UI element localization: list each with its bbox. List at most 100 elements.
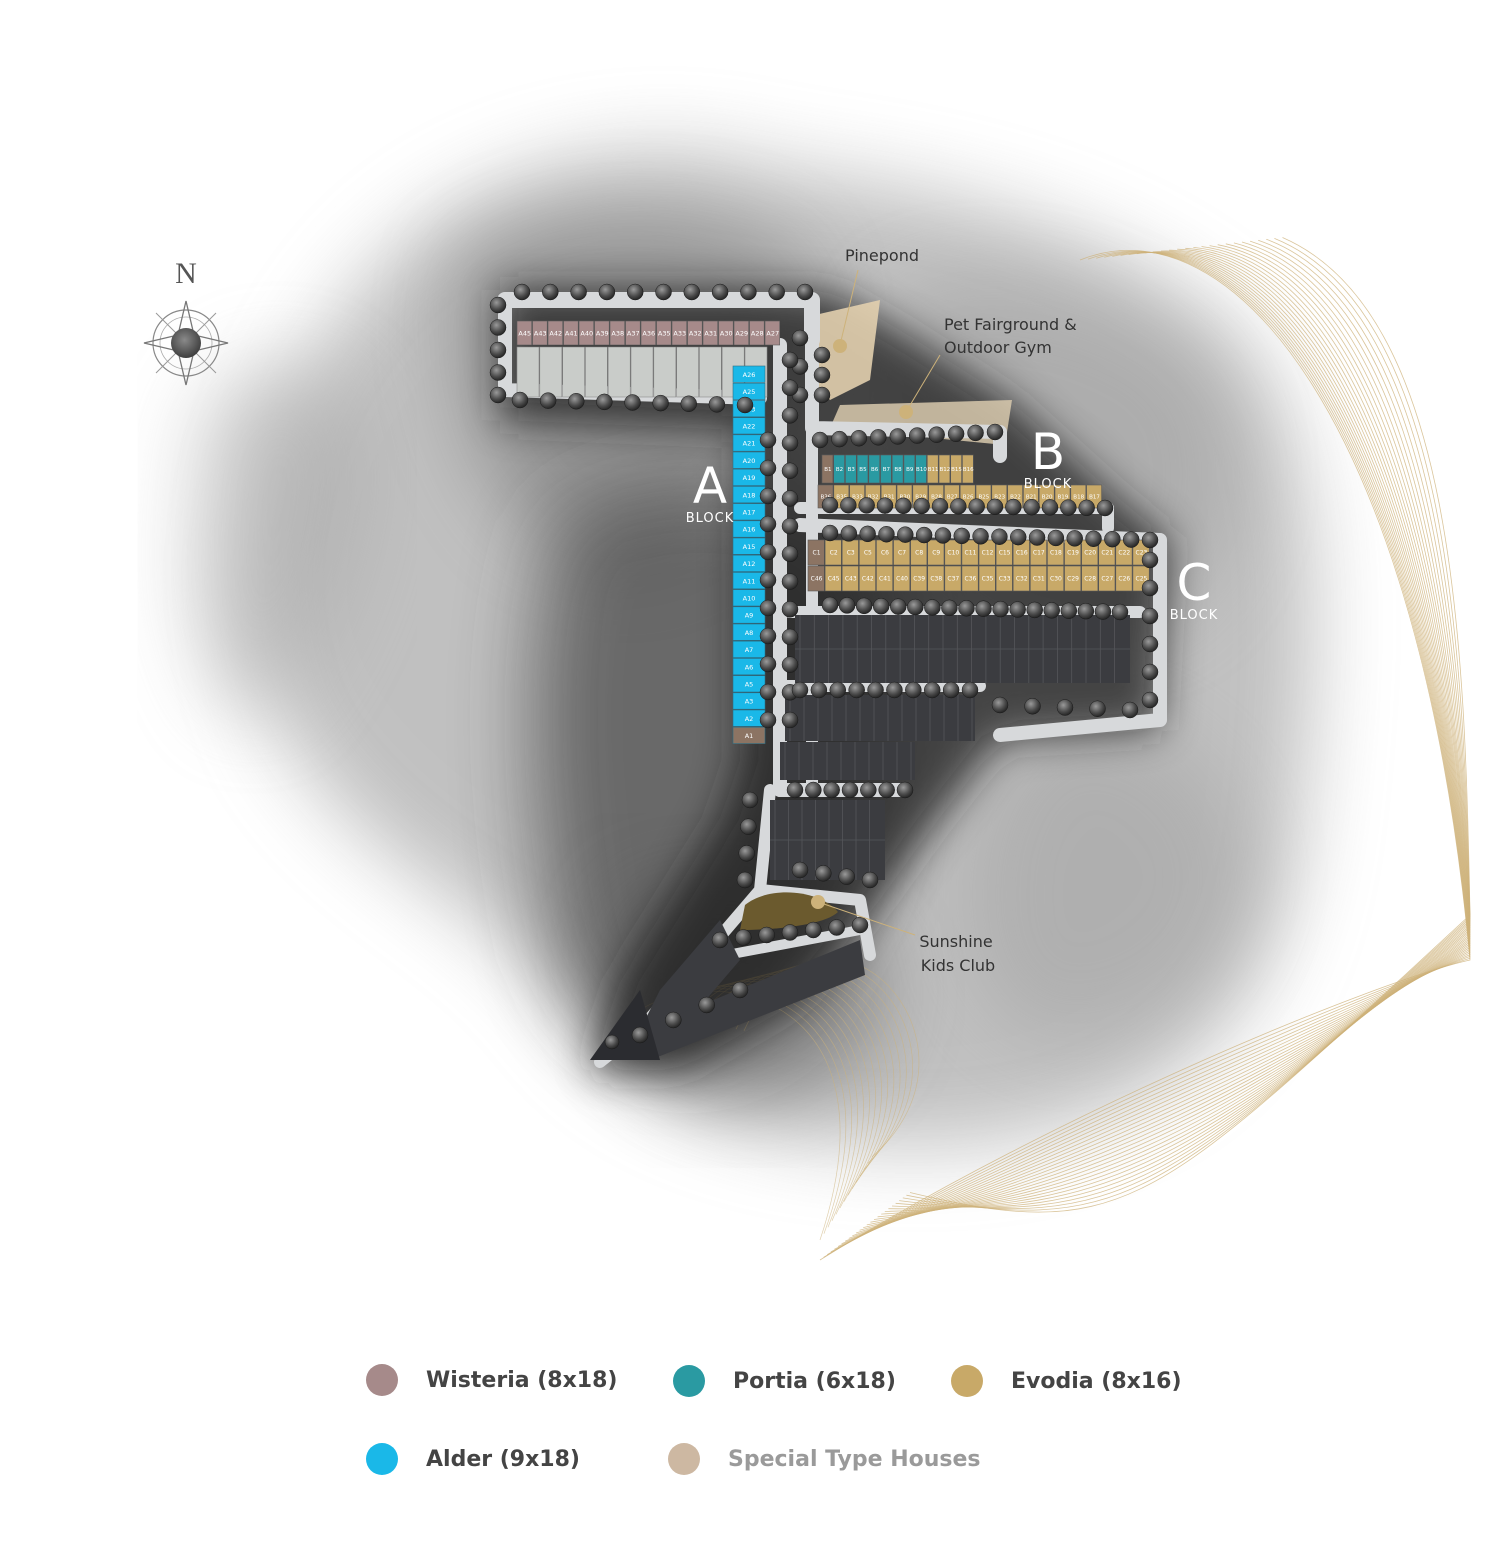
lot-b7[interactable]	[880, 454, 892, 484]
lot-b2[interactable]	[833, 454, 845, 484]
lot-c27[interactable]	[1098, 565, 1116, 592]
lot-b16[interactable]	[962, 454, 974, 484]
lot-c1[interactable]	[807, 539, 825, 566]
svg-text:C: C	[1177, 554, 1212, 612]
gray-lot[interactable]	[653, 346, 677, 398]
svg-text:Outdoor Gym: Outdoor Gym	[944, 338, 1052, 357]
lot-c32[interactable]	[1012, 565, 1030, 592]
lot-c26[interactable]	[1115, 565, 1133, 592]
lot-b11[interactable]	[926, 454, 939, 484]
lot-label: A19	[743, 474, 756, 482]
lot-c37[interactable]	[944, 565, 962, 592]
svg-text:BLOCK: BLOCK	[686, 511, 735, 526]
lot-a32[interactable]	[687, 320, 703, 346]
lot-a12[interactable]	[732, 554, 766, 572]
lot-label: B7	[883, 467, 891, 473]
legend-item-evodia: Evodia (8x16)	[951, 1361, 1182, 1401]
lot-a31[interactable]	[702, 320, 718, 346]
lot-c33[interactable]	[995, 565, 1013, 592]
lot-c28[interactable]	[1081, 565, 1099, 592]
lot-a17[interactable]	[732, 503, 766, 521]
lot-c39[interactable]	[910, 565, 928, 592]
lot-label: B22	[1010, 494, 1021, 500]
gray-lot[interactable]	[562, 346, 585, 398]
lot-c11[interactable]	[961, 539, 979, 566]
lot-a27[interactable]	[764, 320, 780, 346]
lot-label: A15	[743, 543, 756, 551]
lot-label: C6	[881, 550, 889, 557]
gray-lot[interactable]	[607, 346, 631, 398]
lot-c43[interactable]	[841, 565, 859, 592]
a-top-gray-lots	[516, 346, 768, 398]
gray-lot[interactable]	[539, 346, 563, 398]
lot-c35[interactable]	[978, 565, 996, 592]
compass-north-label: N	[175, 257, 197, 290]
lot-c45[interactable]	[824, 565, 842, 592]
lot-c36[interactable]	[961, 565, 979, 592]
lot-c46[interactable]	[807, 565, 825, 592]
lot-a42[interactable]	[547, 320, 563, 346]
lot-b5[interactable]	[856, 454, 869, 484]
lot-c9[interactable]	[927, 539, 945, 566]
lot-b6[interactable]	[868, 454, 880, 484]
lot-b10[interactable]	[915, 454, 927, 484]
lot-a22[interactable]	[732, 417, 766, 435]
lot-a20[interactable]	[732, 451, 766, 469]
lot-a36[interactable]	[640, 320, 656, 346]
lot-a19[interactable]	[732, 468, 766, 486]
lot-a26[interactable]	[732, 365, 766, 383]
lot-b9[interactable]	[903, 454, 916, 484]
lot-c31[interactable]	[1030, 565, 1047, 592]
lot-a1[interactable]	[732, 726, 766, 744]
lot-c42[interactable]	[858, 565, 876, 592]
lot-label: B30	[900, 494, 911, 500]
lot-a29[interactable]	[733, 320, 749, 346]
lot-a39[interactable]	[594, 320, 610, 346]
lot-a35[interactable]	[656, 320, 672, 346]
lot-a38[interactable]	[609, 320, 625, 346]
lot-label: C22	[1118, 550, 1130, 557]
lot-label: B18	[1073, 494, 1084, 500]
lot-label: A30	[720, 329, 733, 337]
gray-lot[interactable]	[699, 346, 722, 398]
lot-b3[interactable]	[845, 454, 857, 484]
lot-a5[interactable]	[732, 675, 766, 693]
lot-b1[interactable]	[821, 454, 834, 484]
lot-label: A11	[743, 577, 756, 585]
legend-label: Special Type Houses	[728, 1446, 981, 1472]
lot-a28[interactable]	[749, 320, 765, 346]
lot-a3[interactable]	[732, 692, 766, 710]
lot-c10[interactable]	[944, 539, 962, 566]
gray-lot[interactable]	[630, 346, 654, 398]
lot-c38[interactable]	[927, 565, 945, 592]
gray-lot[interactable]	[676, 346, 699, 398]
legend-item-alder: Alder (9x18)	[366, 1439, 580, 1479]
lot-c30[interactable]	[1047, 565, 1065, 592]
lot-label: A33	[673, 329, 686, 337]
lot-c29[interactable]	[1064, 565, 1082, 592]
lot-a37[interactable]	[625, 320, 641, 346]
lot-a45[interactable]	[516, 320, 532, 346]
lot-label: B10	[916, 467, 927, 473]
lot-label: A18	[743, 491, 756, 499]
lot-a41[interactable]	[563, 320, 579, 346]
lot-label: C35	[982, 576, 994, 583]
gray-lot[interactable]	[516, 346, 540, 398]
lot-a43[interactable]	[532, 320, 548, 346]
lot-label: C38	[930, 576, 942, 583]
svg-text:A: A	[693, 457, 727, 515]
lot-a10[interactable]	[732, 589, 766, 607]
lot-a33[interactable]	[671, 320, 687, 346]
lot-b12[interactable]	[938, 454, 951, 484]
lot-b8[interactable]	[891, 454, 904, 484]
lot-a7[interactable]	[732, 640, 766, 658]
gray-lot[interactable]	[585, 346, 608, 398]
lot-b15[interactable]	[950, 454, 962, 484]
lot-c40[interactable]	[893, 565, 911, 592]
lot-c41[interactable]	[876, 565, 894, 592]
lot-label: C25	[1136, 576, 1148, 583]
lot-label: C39	[913, 576, 925, 583]
lot-a30[interactable]	[718, 320, 734, 346]
lot-label: A40	[580, 329, 593, 337]
lot-a40[interactable]	[578, 320, 594, 346]
